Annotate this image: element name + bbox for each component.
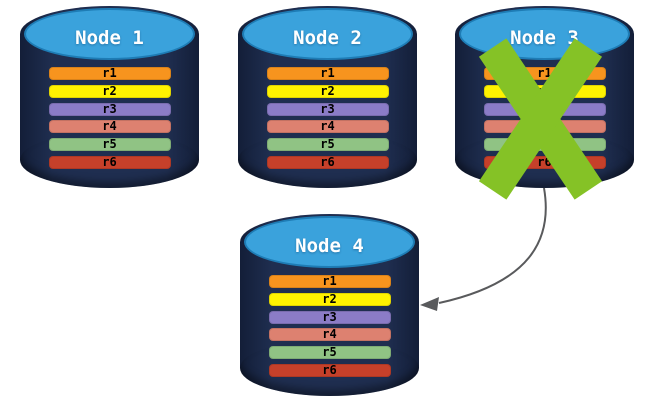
cylinder-top-face: Node 3 [459, 8, 630, 60]
replica-label: r1 [102, 66, 117, 80]
replica-label: r5 [322, 345, 337, 360]
cylinder-top-face: Node 2 [242, 8, 413, 60]
replica-row-r1: r1 [48, 66, 171, 80]
node-1-cylinder: Node 1 r1 r2 r3 r4 r5 r6 [20, 6, 199, 188]
replica-row-r5: r5 [268, 345, 391, 360]
replica-row-r6: r6 [268, 362, 391, 377]
replica-row-r6: r6 [48, 154, 171, 169]
replica-label: r3 [322, 309, 337, 324]
node-4-cylinder: Node 4 r1 r2 r3 r4 r5 r6 [240, 214, 419, 396]
replica-label: r4 [320, 119, 335, 134]
replica-row-r4: r4 [266, 119, 389, 134]
replica-label: r6 [102, 154, 117, 169]
cylinder-top-face: Node 1 [24, 8, 195, 60]
replica-label: r1 [322, 274, 337, 288]
replica-label: r1 [320, 66, 335, 80]
replica-label: r5 [102, 137, 117, 152]
replica-row-r3: r3 [268, 309, 391, 324]
replica-label: r5 [320, 137, 335, 152]
replica-row-r2: r2 [268, 291, 391, 306]
replica-row-r1: r1 [268, 274, 391, 288]
replica-label: r6 [322, 362, 337, 377]
node-title: Node 2 [293, 26, 362, 49]
replica-label: r4 [102, 119, 117, 134]
replica-label: r6 [320, 154, 335, 169]
replica-stack: r1 r2 r3 r4 r5 r6 [266, 66, 389, 169]
replica-row-r5: r5 [266, 137, 389, 152]
node-title: Node 1 [75, 26, 144, 49]
replica-stack: r1 r2 r3 r4 r5 r6 [48, 66, 171, 169]
replica-row-r5: r5 [48, 137, 171, 152]
failover-arrow-path [438, 187, 547, 304]
failover-arrowhead-icon [420, 297, 439, 311]
replica-row-r3: r3 [48, 101, 171, 116]
replica-row-r4: r4 [48, 119, 171, 134]
node-title: Node 3 [510, 26, 579, 49]
node-title: Node 4 [295, 234, 364, 257]
replica-row-r3: r3 [266, 101, 389, 116]
replica-label: r2 [320, 83, 335, 98]
replica-label: r2 [322, 291, 337, 306]
replica-label: r3 [320, 101, 335, 116]
replica-row-r4: r4 [268, 327, 391, 342]
replica-row-r1: r1 [266, 66, 389, 80]
node-2-cylinder: Node 2 r1 r2 r3 r4 r5 r6 [238, 6, 417, 188]
replica-row-r6: r6 [266, 154, 389, 169]
failure-x-icon [478, 37, 603, 200]
replica-row-r2: r2 [266, 83, 389, 98]
replica-label: r3 [102, 101, 117, 116]
replica-label: r2 [102, 83, 117, 98]
replica-stack: r1 r2 r3 r4 r5 r6 [268, 274, 391, 377]
replica-row-r2: r2 [48, 83, 171, 98]
replica-label: r4 [322, 327, 337, 342]
cylinder-top-face: Node 4 [244, 216, 415, 268]
